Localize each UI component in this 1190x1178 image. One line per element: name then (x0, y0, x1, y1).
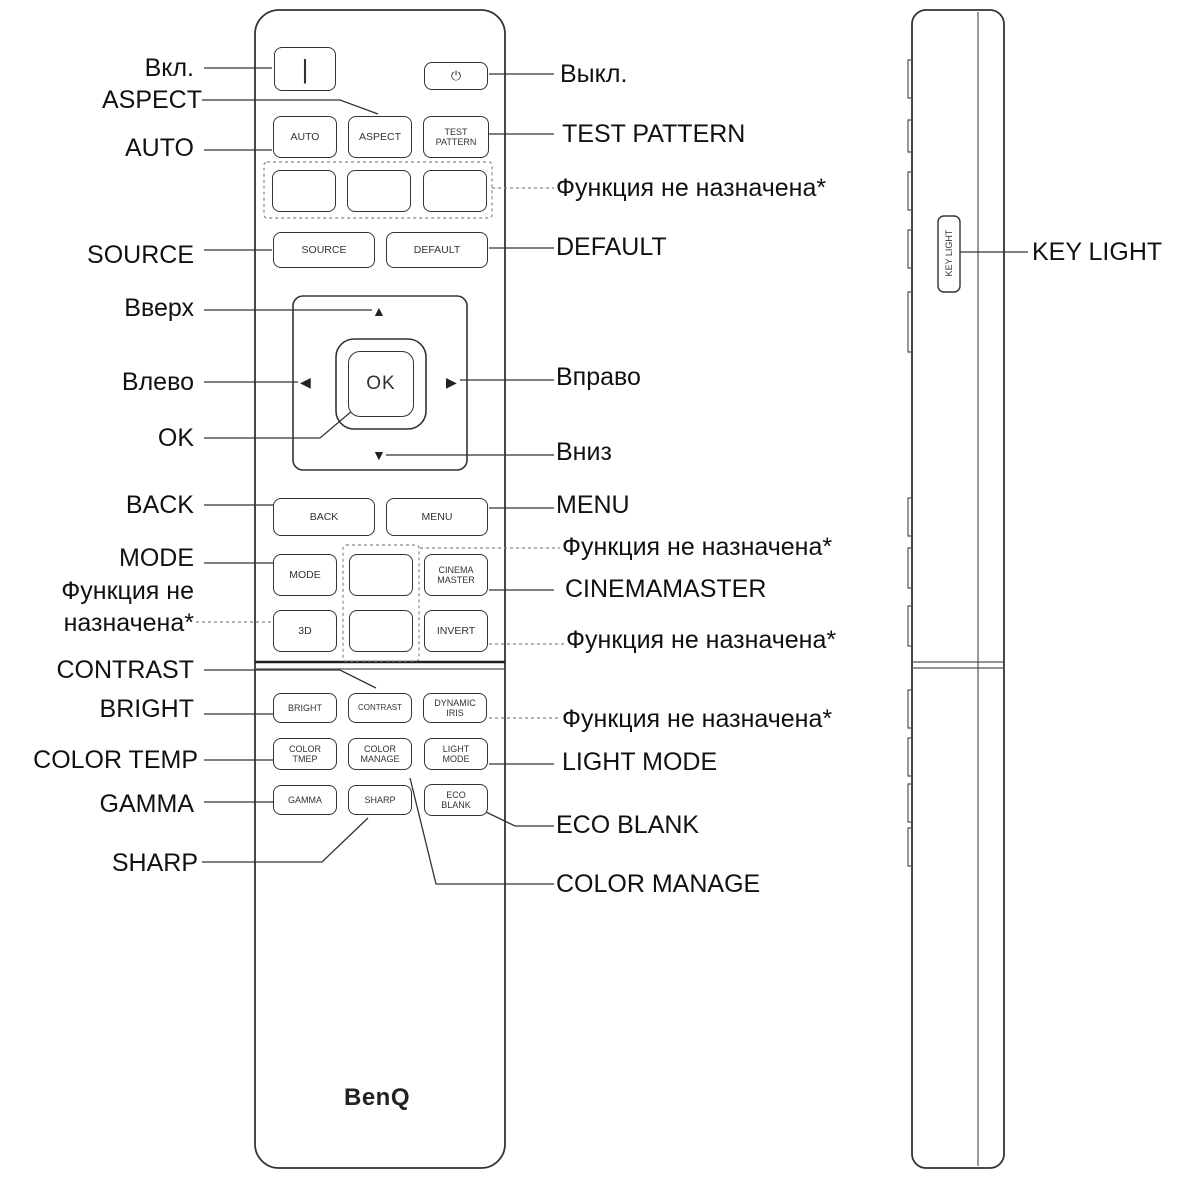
default-button[interactable]: DEFAULT (386, 232, 488, 268)
unassigned-button-4[interactable] (349, 554, 413, 596)
label-vykl: Выкл. (560, 60, 628, 88)
remote-side-body (911, 9, 1005, 1169)
label-contrast: CONTRAST (56, 656, 195, 684)
unassigned-mid-group (342, 544, 420, 662)
key-light-button (937, 215, 961, 293)
cinema-master-line1: CINEMA (438, 565, 474, 575)
back-button[interactable]: BACK (273, 498, 375, 536)
test-pattern-line2: PATTERN (435, 137, 477, 147)
label-vlevo: Влево (121, 368, 194, 396)
key-light-button-label: KEY LIGHT (944, 229, 954, 277)
invert-button[interactable]: INVERT (424, 610, 488, 652)
label-vverh: Вверх (124, 294, 194, 322)
label-default: DEFAULT (556, 233, 667, 261)
eco-blank-line1: ECO (446, 790, 466, 800)
label-unassigned-dynamic: Функция не назначена* (562, 705, 833, 733)
auto-button[interactable]: AUTO (273, 116, 337, 158)
light-mode-line1: LIGHT (442, 744, 470, 754)
light-mode-button[interactable]: LIGHT MODE (424, 738, 488, 770)
test-pattern-button[interactable]: TEST PATTERN (423, 116, 489, 158)
arrow-left-icon[interactable]: ◀ (300, 374, 311, 390)
label-source: SOURCE (87, 241, 194, 269)
unassigned-button-5[interactable] (349, 610, 413, 652)
ok-button[interactable]: OK (348, 351, 414, 417)
unassigned-button-2[interactable] (347, 170, 411, 212)
label-vniz: Вниз (556, 438, 612, 466)
color-temp-button[interactable]: COLOR TMEP (273, 738, 337, 770)
contrast-button[interactable]: CONTRAST (348, 693, 412, 723)
brand-logo: BenQ (344, 1084, 411, 1111)
label-unassigned-invert: Функция не назначена* (566, 626, 837, 654)
power-on-button[interactable]: | (274, 47, 336, 91)
gamma-button[interactable]: GAMMA (273, 785, 337, 815)
label-unassigned-mid: Функция не назначена* (562, 533, 833, 561)
label-color-manage: COLOR MANAGE (556, 870, 761, 898)
menu-button[interactable]: MENU (386, 498, 488, 536)
label-gamma: GAMMA (99, 790, 194, 818)
sharp-button[interactable]: SHARP (348, 785, 412, 815)
aspect-button[interactable]: ASPECT (348, 116, 412, 158)
color-manage-line2: MANAGE (360, 754, 400, 764)
3d-button[interactable]: 3D (273, 610, 337, 652)
test-pattern-line1: TEST (444, 127, 468, 137)
cinema-master-line2: MASTER (437, 575, 475, 585)
color-manage-button[interactable]: COLOR MANAGE (348, 738, 412, 770)
color-temp-line2: TMEP (292, 754, 318, 764)
label-unassigned-left: Функция не назначена* (61, 575, 194, 639)
label-menu: MENU (556, 491, 630, 519)
label-test-pattern: TEST PATTERN (562, 120, 746, 148)
color-manage-line1: COLOR (363, 744, 396, 754)
dynamic-iris-line2: IRIS (446, 708, 464, 718)
bright-button[interactable]: BRIGHT (273, 693, 337, 723)
unassigned-top-group (263, 161, 493, 219)
label-vpravo: Вправо (556, 363, 641, 391)
label-key-light: KEY LIGHT (1032, 238, 1163, 266)
mode-button[interactable]: MODE (273, 554, 337, 596)
label-auto: AUTO (125, 134, 194, 162)
label-back: BACK (125, 491, 194, 519)
label-light-mode: LIGHT MODE (562, 748, 718, 776)
label-aspect: ASPECT (101, 86, 202, 114)
label-sharp: SHARP (111, 849, 198, 877)
label-color-temp: COLOR TEMP (33, 746, 198, 774)
label-ok: OK (157, 424, 194, 452)
eco-blank-button[interactable]: ECO BLANK (424, 784, 488, 816)
light-mode-line2: MODE (442, 754, 470, 764)
eco-blank-line2: BLANK (441, 800, 471, 810)
label-mode: MODE (119, 544, 194, 572)
label-unassigned-left-line2: назначена* (63, 609, 194, 637)
arrow-right-icon[interactable]: ▶ (446, 374, 457, 390)
label-cinemamaster: CINEMAMASTER (565, 575, 767, 603)
power-off-button[interactable]: ⏻ (424, 62, 488, 90)
dynamic-iris-line1: DYNAMIC (434, 698, 476, 708)
unassigned-button-3[interactable] (423, 170, 487, 212)
label-unassigned-top: Функция не назначена* (556, 174, 827, 202)
arrow-down-icon[interactable]: ▼ (372, 447, 386, 463)
label-unassigned-left-line1: Функция не (61, 577, 194, 605)
color-temp-line1: COLOR (288, 744, 321, 754)
label-vkl: Вкл. (144, 54, 194, 82)
cinema-master-button[interactable]: CINEMA MASTER (424, 554, 488, 596)
label-bright: BRIGHT (99, 695, 194, 723)
unassigned-button-1[interactable] (272, 170, 336, 212)
label-eco-blank: ECO BLANK (556, 811, 700, 839)
source-button[interactable]: SOURCE (273, 232, 375, 268)
dynamic-iris-button[interactable]: DYNAMIC IRIS (423, 693, 487, 723)
arrow-up-icon[interactable]: ▲ (372, 303, 386, 319)
